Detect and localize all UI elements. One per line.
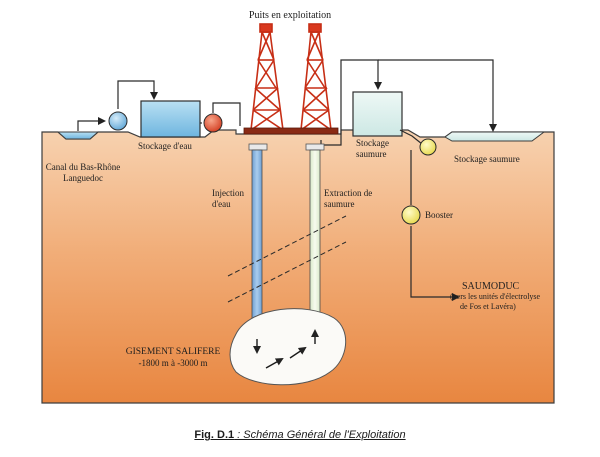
booster-label: Booster <box>425 210 453 220</box>
saumoduc-label: SAUMODUC (vers les unités d'électrolyse … <box>450 281 540 312</box>
canal-pump <box>108 111 128 131</box>
brine-basin-label: Stockage saumure <box>454 154 520 164</box>
derrick-left <box>250 23 284 131</box>
extraction-label-line1: Extraction de <box>324 188 373 198</box>
injection-label-line1: Injection <box>212 188 244 198</box>
water-storage-label: Stockage d'eau <box>138 141 192 151</box>
deposit-label: GISEMENT SALIFERE -1800 m à -3000 m <box>118 347 228 369</box>
salt-deposit-cavity <box>229 308 347 386</box>
extraction-label-line2: saumure <box>324 199 355 209</box>
canal-label-line1: Canal du Bas-Rhône <box>45 162 121 172</box>
canal-label: Canal du Bas-Rhône Languedoc <box>28 162 138 184</box>
fault-line-upper <box>227 215 347 277</box>
wellhead-injection <box>248 143 268 151</box>
saumoduc-line2: de Fos et Lavéra) <box>460 302 516 311</box>
brine-storage-tank <box>352 91 403 137</box>
brine-storage-label: Stockage saumure <box>356 138 389 160</box>
extraction-pipe <box>309 149 321 328</box>
caption-text: : Schéma Général de l'Exploitation <box>234 429 406 441</box>
cavity-flow-arrows <box>253 329 319 369</box>
wellhead-extraction <box>305 143 325 151</box>
saumoduc-title: SAUMODUC <box>462 281 520 292</box>
water-storage-tank <box>140 100 201 138</box>
injection-pipe <box>251 149 263 337</box>
extraction-label: Extraction de saumure <box>324 188 372 210</box>
saumoduc-line1: (vers les unités d'électrolyse <box>450 292 541 301</box>
flow-lines <box>77 59 497 301</box>
derrick-right <box>300 23 332 131</box>
brine-storage-label-line2: saumure <box>356 149 387 159</box>
canal-basin <box>56 131 100 140</box>
deposit-label-line1: GISEMENT SALIFERE <box>125 347 221 357</box>
brine-pump <box>419 138 437 156</box>
injection-label-line2: d'eau <box>212 199 231 209</box>
deposit-label-line2: -1800 m à -3000 m <box>138 358 208 368</box>
injection-label: Injection d'eau <box>212 188 244 210</box>
fault-line-lower <box>227 241 347 303</box>
canal-label-line2: Languedoc <box>63 173 103 183</box>
caption-prefix: Fig. D.1 <box>194 429 235 441</box>
diagram-title: Puits en exploitation <box>248 10 332 21</box>
brine-basin <box>444 131 546 142</box>
injection-pump <box>203 113 223 133</box>
booster-pump <box>401 205 421 225</box>
well-platform <box>243 127 339 135</box>
brine-storage-label-line1: Stockage <box>356 138 389 148</box>
figure-caption: Fig. D.1 : Schéma Général de l'Exploitat… <box>0 429 600 441</box>
